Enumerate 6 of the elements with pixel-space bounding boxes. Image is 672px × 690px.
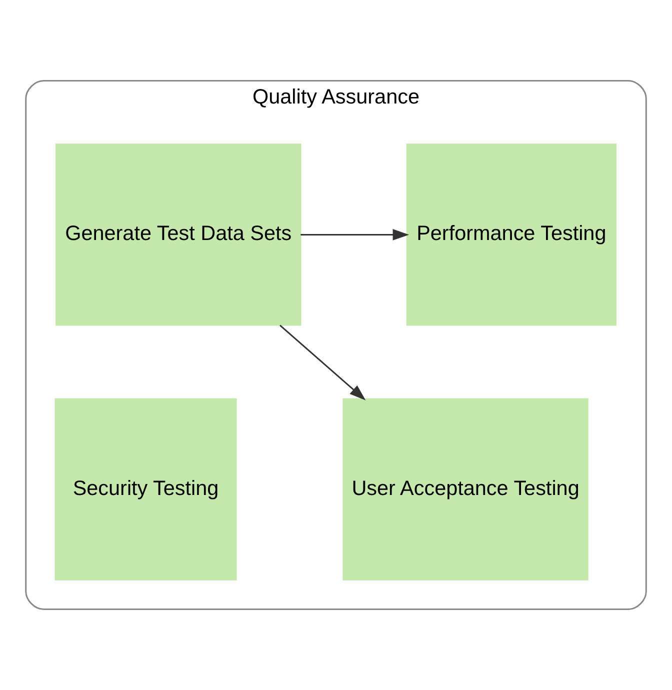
arrow <box>300 229 410 240</box>
arrow <box>280 324 366 400</box>
node-box: User Acceptance Testing <box>342 398 588 580</box>
node-box: Generate Test Data Sets <box>55 144 302 326</box>
node-box: Security Testing <box>54 398 237 580</box>
node-box: Performance Testing <box>406 144 617 326</box>
